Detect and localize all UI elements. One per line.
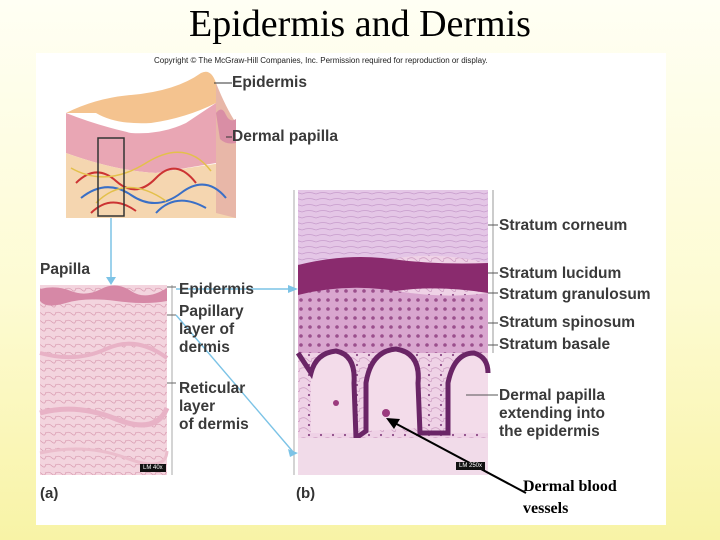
label-stratum-spinosum: Stratum spinosum <box>499 314 636 331</box>
copyright-notice: Copyright © The McGraw-Hill Companies, I… <box>154 56 488 65</box>
label-dermal-papilla-3: the epidermis <box>499 423 600 440</box>
label-dermal-papilla-1: Dermal papilla <box>499 387 605 404</box>
label-epidermis-a: Epidermis <box>179 281 254 298</box>
label-epidermis-block: Epidermis <box>232 74 307 91</box>
label-reticular-1: Reticular <box>179 380 246 397</box>
magnification-badge-a: LM 40x <box>140 464 166 472</box>
figure-panel: Copyright © The McGraw-Hill Companies, I… <box>36 53 666 525</box>
label-reticular-3: of dermis <box>179 416 249 433</box>
annotation-dermal-blood-vessels: Dermal blood vessels <box>523 478 617 517</box>
label-dermal-papilla-2: extending into <box>499 405 605 422</box>
label-stratum-corneum: Stratum corneum <box>499 217 628 234</box>
panel-letter-b: (b) <box>296 485 316 502</box>
micrograph-b <box>295 190 491 475</box>
label-stratum-basale: Stratum basale <box>499 336 611 353</box>
skin-block-diagram <box>66 71 236 218</box>
label-stratum-granulosum: Stratum granulosum <box>499 286 651 303</box>
label-papilla: Papilla <box>40 261 90 278</box>
panel-letter-a: (a) <box>40 485 59 502</box>
micrograph-a <box>39 285 170 475</box>
label-papillary-2: layer of <box>179 321 235 338</box>
label-reticular-2: layer <box>179 398 216 415</box>
magnification-badge-b: LM 250x <box>456 462 486 470</box>
label-dermal-papilla-block: Dermal papilla <box>232 128 338 145</box>
slide-title: Epidermis and Dermis <box>189 3 531 45</box>
label-papillary-1: Papillary <box>179 303 244 320</box>
label-stratum-lucidum: Stratum lucidum <box>499 265 622 282</box>
skin-illustration <box>39 71 527 494</box>
label-papillary-3: dermis <box>179 339 230 356</box>
